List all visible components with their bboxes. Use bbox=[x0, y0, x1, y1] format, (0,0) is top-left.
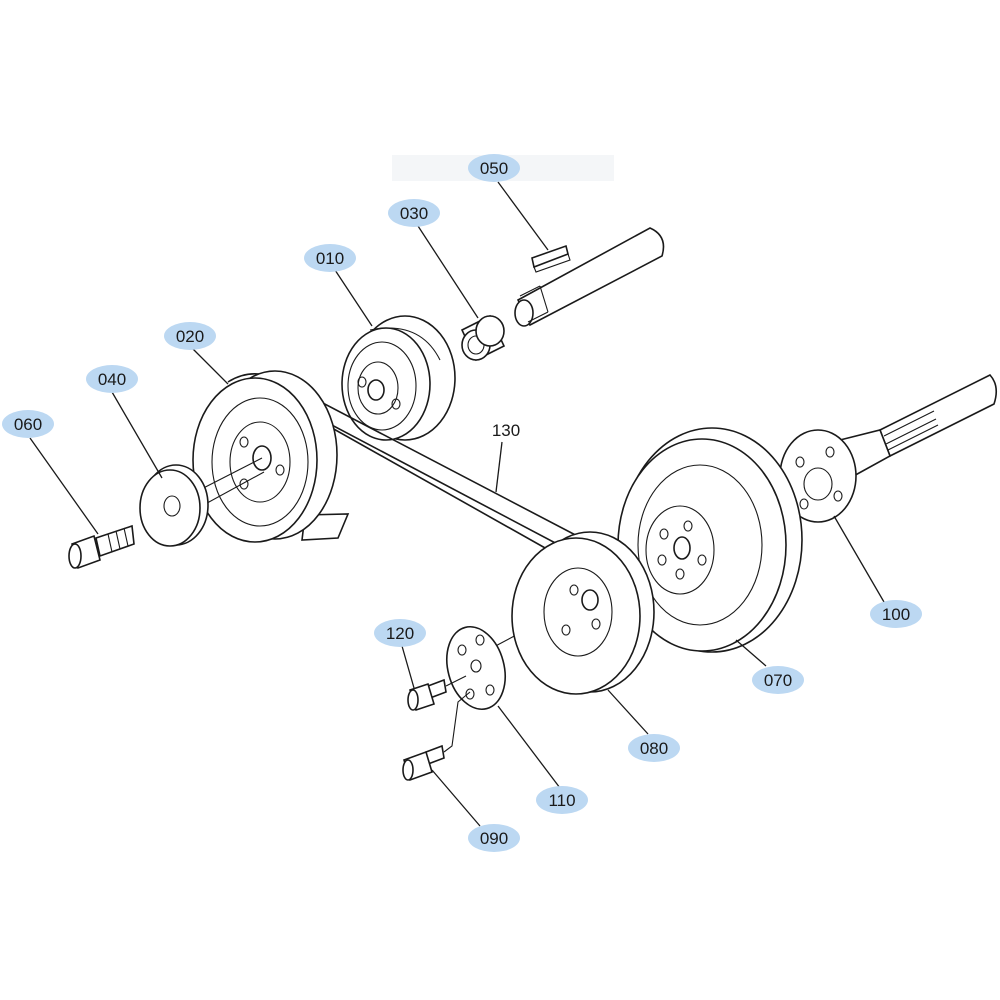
pulley-020 bbox=[192, 370, 350, 543]
spacer-030 bbox=[460, 314, 506, 362]
washer-040 bbox=[139, 464, 209, 547]
callout-050[interactable]: 050 bbox=[468, 154, 520, 182]
plate-110 bbox=[446, 625, 506, 711]
bolt-120 bbox=[407, 675, 467, 712]
callout-110[interactable]: 110 bbox=[536, 786, 588, 814]
callout-010-label: 010 bbox=[316, 249, 344, 268]
callout-130[interactable]: 130 bbox=[492, 421, 520, 440]
callout-060-label: 060 bbox=[14, 415, 42, 434]
leader-lines bbox=[29, 181, 885, 827]
callout-040[interactable]: 040 bbox=[86, 365, 138, 393]
callout-020[interactable]: 020 bbox=[164, 322, 216, 350]
callout-030-label: 030 bbox=[400, 204, 428, 223]
lower-shaft bbox=[878, 374, 998, 458]
callout-050-label: 050 bbox=[480, 159, 508, 178]
bolt-060 bbox=[68, 524, 135, 570]
callout-110-label: 110 bbox=[548, 791, 575, 810]
callout-060[interactable]: 060 bbox=[2, 410, 54, 438]
pulley-080 bbox=[511, 531, 655, 695]
flange-100 bbox=[779, 429, 891, 523]
upper-shaft bbox=[514, 227, 665, 327]
callout-120[interactable]: 120 bbox=[374, 619, 426, 647]
callout-090[interactable]: 090 bbox=[468, 824, 520, 852]
callout-120-label: 120 bbox=[386, 624, 414, 643]
callout-100[interactable]: 100 bbox=[870, 600, 922, 628]
callout-070[interactable]: 070 bbox=[752, 666, 804, 694]
bolt-090 bbox=[402, 691, 471, 782]
callout-040-label: 040 bbox=[98, 370, 126, 389]
callout-010[interactable]: 010 bbox=[304, 244, 356, 272]
callout-080[interactable]: 080 bbox=[628, 734, 680, 762]
callout-020-label: 020 bbox=[176, 327, 204, 346]
callout-100-label: 100 bbox=[882, 605, 910, 624]
pulley-070 bbox=[617, 427, 803, 653]
pulley-010 bbox=[341, 315, 456, 441]
callout-090-label: 090 bbox=[480, 829, 508, 848]
callout-130-label: 130 bbox=[492, 421, 520, 440]
callout-070-label: 070 bbox=[764, 671, 792, 690]
callout-080-label: 080 bbox=[640, 739, 668, 758]
key-050 bbox=[531, 244, 571, 273]
callout-030[interactable]: 030 bbox=[388, 199, 440, 227]
